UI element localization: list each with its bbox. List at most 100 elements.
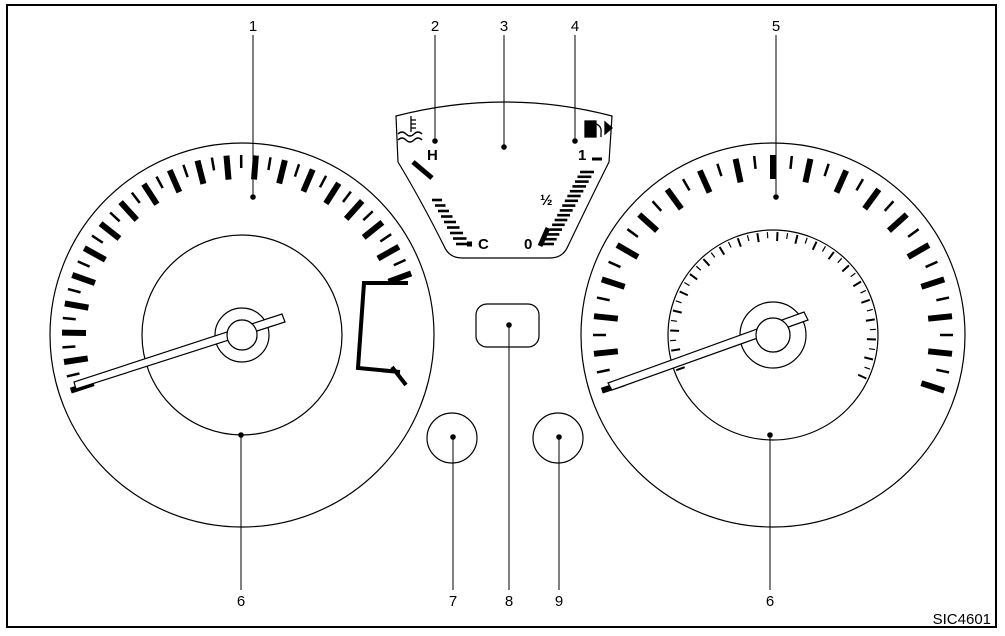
- odometer-display: [475, 303, 540, 348]
- callout-6-left: 6: [237, 593, 245, 610]
- speedometer-inner-tick: [689, 273, 698, 281]
- speedometer-inner-tick: [865, 318, 875, 322]
- speedometer-inner-tick: [794, 234, 799, 244]
- speedometer-tick: [920, 276, 946, 290]
- tachometer-redzone-bracket: [355, 281, 408, 374]
- speedometer-inner-tick: [841, 264, 850, 273]
- indicator-9: [532, 412, 584, 464]
- speedometer-inner-tick: [821, 246, 826, 252]
- speedometer-inner-tick: [718, 246, 726, 256]
- tachometer-tick: [182, 164, 189, 178]
- fuel-pump-icon: [584, 120, 613, 138]
- tachometer-tick: [118, 200, 139, 222]
- speedometer-tick: [927, 348, 953, 357]
- indicator-7: [426, 412, 478, 464]
- tachometer-tick: [323, 181, 342, 206]
- tachometer-tick: [71, 272, 96, 286]
- speedometer-tick: [596, 368, 610, 374]
- tachometer-tick: [91, 234, 104, 244]
- callout-4: 4: [571, 18, 579, 35]
- speedometer-inner-ticks: [670, 232, 876, 380]
- fuel-gauge-ticks: [537, 157, 602, 248]
- fuel-empty-segment: [537, 226, 551, 248]
- figure-code: SIC4601: [933, 611, 991, 628]
- speedometer-tick: [883, 200, 895, 212]
- callout-1: 1: [249, 18, 257, 35]
- tachometer-tick: [62, 316, 76, 321]
- speedometer-tick: [920, 380, 946, 394]
- tachometer-ticks: [61, 154, 413, 394]
- speedometer-inner-tick: [866, 308, 873, 312]
- callout-5: 5: [772, 18, 780, 35]
- callout-3: 3: [500, 18, 508, 35]
- speedometer-inner-tick: [675, 300, 682, 304]
- tachometer-tick: [66, 372, 80, 378]
- speedometer-tick: [823, 163, 830, 177]
- speedometer-inner-tick: [860, 289, 867, 294]
- speedometer-inner-tick: [710, 252, 716, 258]
- tachometer-tick: [293, 163, 301, 178]
- speedometer-tick: [752, 155, 757, 170]
- speedometer-tick: [732, 158, 744, 184]
- tachometer-tick: [318, 175, 328, 188]
- speedometer-inner-tick: [756, 233, 760, 243]
- speedometer-outer-ring: [580, 142, 966, 528]
- speedometer-inner-tick: [670, 319, 678, 322]
- speedometer-inner-tick: [671, 348, 681, 352]
- speedometer-tick: [789, 155, 794, 170]
- tachometer-tick: [82, 245, 107, 263]
- temperature-gauge-ticks: [411, 160, 472, 247]
- speedometer-tick: [681, 178, 691, 191]
- speedometer-tick: [596, 296, 610, 302]
- callout-8: 8: [505, 593, 513, 610]
- speedometer-tick: [925, 260, 938, 269]
- tachometer-tick: [223, 155, 232, 180]
- tachometer-tick: [194, 159, 207, 185]
- speedometer-inner-tick: [827, 251, 835, 260]
- tachometer-outer-ring: [49, 142, 435, 528]
- speedometer-inner-tick: [672, 309, 682, 314]
- coolant-temperature-icon: [397, 116, 423, 143]
- tachometer-tick: [387, 270, 413, 285]
- speedometer: [580, 142, 966, 528]
- temp-cold-label: C: [478, 236, 489, 253]
- speedometer-inner-tick: [864, 356, 874, 361]
- speedometer-tick: [716, 163, 723, 177]
- tachometer-tick: [130, 191, 141, 204]
- temp-hot-segment: [411, 160, 434, 180]
- figure-frame: [6, 4, 997, 628]
- tachometer-tick: [141, 182, 160, 206]
- tachometer-tick: [210, 157, 216, 171]
- tachometer-tick: [341, 190, 352, 203]
- speedometer-inner-tick: [860, 298, 871, 304]
- center-display-outline: [395, 101, 613, 259]
- speedometer-inner-tick: [804, 237, 808, 244]
- speedometer-inner-tick: [786, 232, 789, 240]
- callout-6-right: 6: [766, 593, 774, 610]
- speedometer-inner-tick: [868, 348, 876, 351]
- speedometer-tick: [907, 228, 920, 238]
- tachometer-tick: [98, 221, 122, 241]
- speedometer-tick: [906, 242, 931, 260]
- tachometer-tick: [77, 260, 91, 268]
- speedometer-tick: [855, 178, 865, 191]
- speedometer-inner-tick: [850, 272, 856, 278]
- speedometer-inner-tick: [684, 282, 690, 287]
- tachometer-tick: [67, 287, 81, 294]
- speedometer-tick: [936, 296, 950, 302]
- tachometer-tick: [251, 155, 259, 180]
- speedometer-inner-tick: [736, 237, 742, 248]
- callout-7: 7: [449, 593, 457, 610]
- temp-hot-label: H: [427, 147, 438, 164]
- speedometer-inner-tick: [675, 366, 686, 372]
- speedometer-tick: [593, 313, 619, 322]
- fuel-empty-label: 0: [524, 236, 532, 253]
- fuel-half-label: ½: [540, 192, 553, 209]
- speedometer-tick: [802, 158, 814, 184]
- tachometer-tick: [155, 176, 164, 189]
- speedometer-tick: [862, 187, 882, 211]
- speedometer-tick: [600, 276, 626, 290]
- tachometer-hub-outer: [214, 307, 270, 363]
- tachometer: [49, 142, 435, 528]
